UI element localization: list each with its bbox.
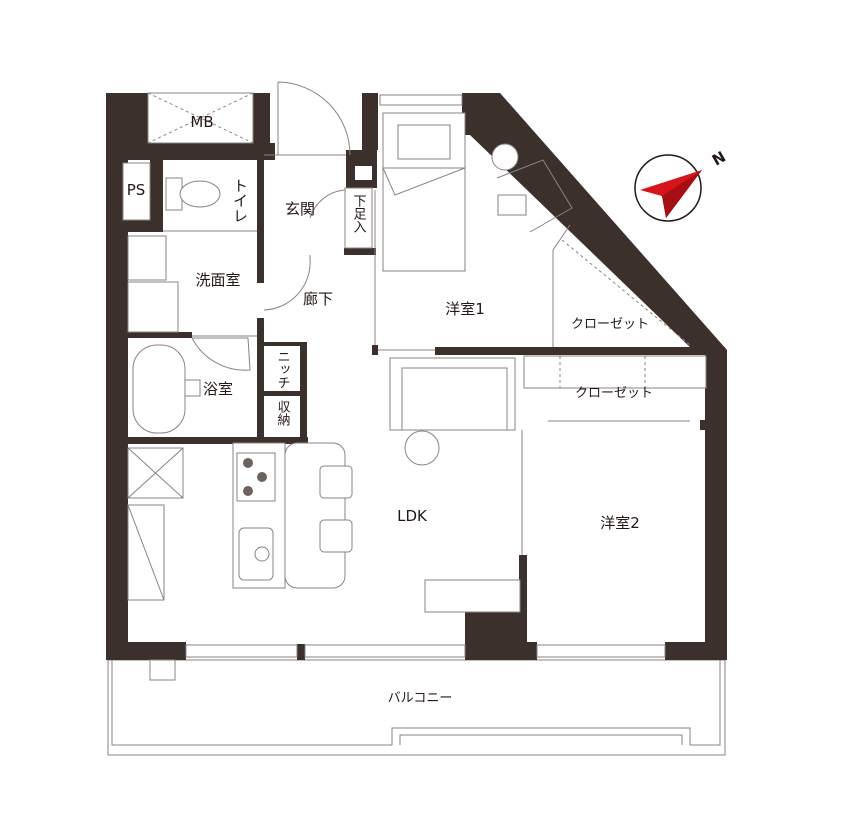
walls	[106, 93, 727, 660]
label-niche: ニッチ	[275, 350, 290, 389]
chair	[497, 194, 527, 216]
label-closet-2: クローゼット	[575, 386, 653, 401]
label-western-room-2: 洋室2	[600, 514, 640, 532]
balcony-outline	[107, 659, 726, 756]
outdoor-unit	[149, 659, 176, 681]
compass: N	[634, 148, 729, 222]
compass-north-label: N	[709, 148, 729, 170]
windows	[147, 92, 690, 658]
label-washroom: 洗面室	[195, 271, 240, 289]
label-storage: 収納	[275, 400, 291, 427]
label-ps: PS	[127, 181, 146, 199]
doors	[191, 81, 373, 371]
bathtub	[132, 344, 186, 434]
label-toilet: トイレ	[231, 178, 249, 223]
stove	[236, 452, 276, 502]
room-labels: MB PS トイレ 玄関 下足入 洗面室 廊下 洋室1 クローゼット クローゼッ…	[127, 113, 653, 706]
label-entrance: 玄関	[285, 200, 315, 218]
round-table	[404, 430, 440, 466]
label-ldk: LDK	[397, 507, 428, 525]
fixtures	[122, 112, 707, 681]
desk	[424, 579, 521, 613]
label-western-room-1: 洋室1	[445, 300, 485, 318]
label-mb: MB	[190, 113, 213, 131]
washing-pan	[127, 281, 179, 333]
label-bathroom: 浴室	[203, 380, 233, 398]
label-shoe-storage: 下足入	[351, 194, 367, 233]
closet-shelf	[523, 355, 707, 389]
sink	[127, 235, 167, 281]
chair	[319, 465, 353, 499]
label-closet-1: クローゼット	[571, 317, 649, 332]
chair	[319, 519, 353, 553]
label-balcony: バルコニー	[388, 691, 453, 706]
label-hallway: 廊下	[303, 290, 333, 308]
